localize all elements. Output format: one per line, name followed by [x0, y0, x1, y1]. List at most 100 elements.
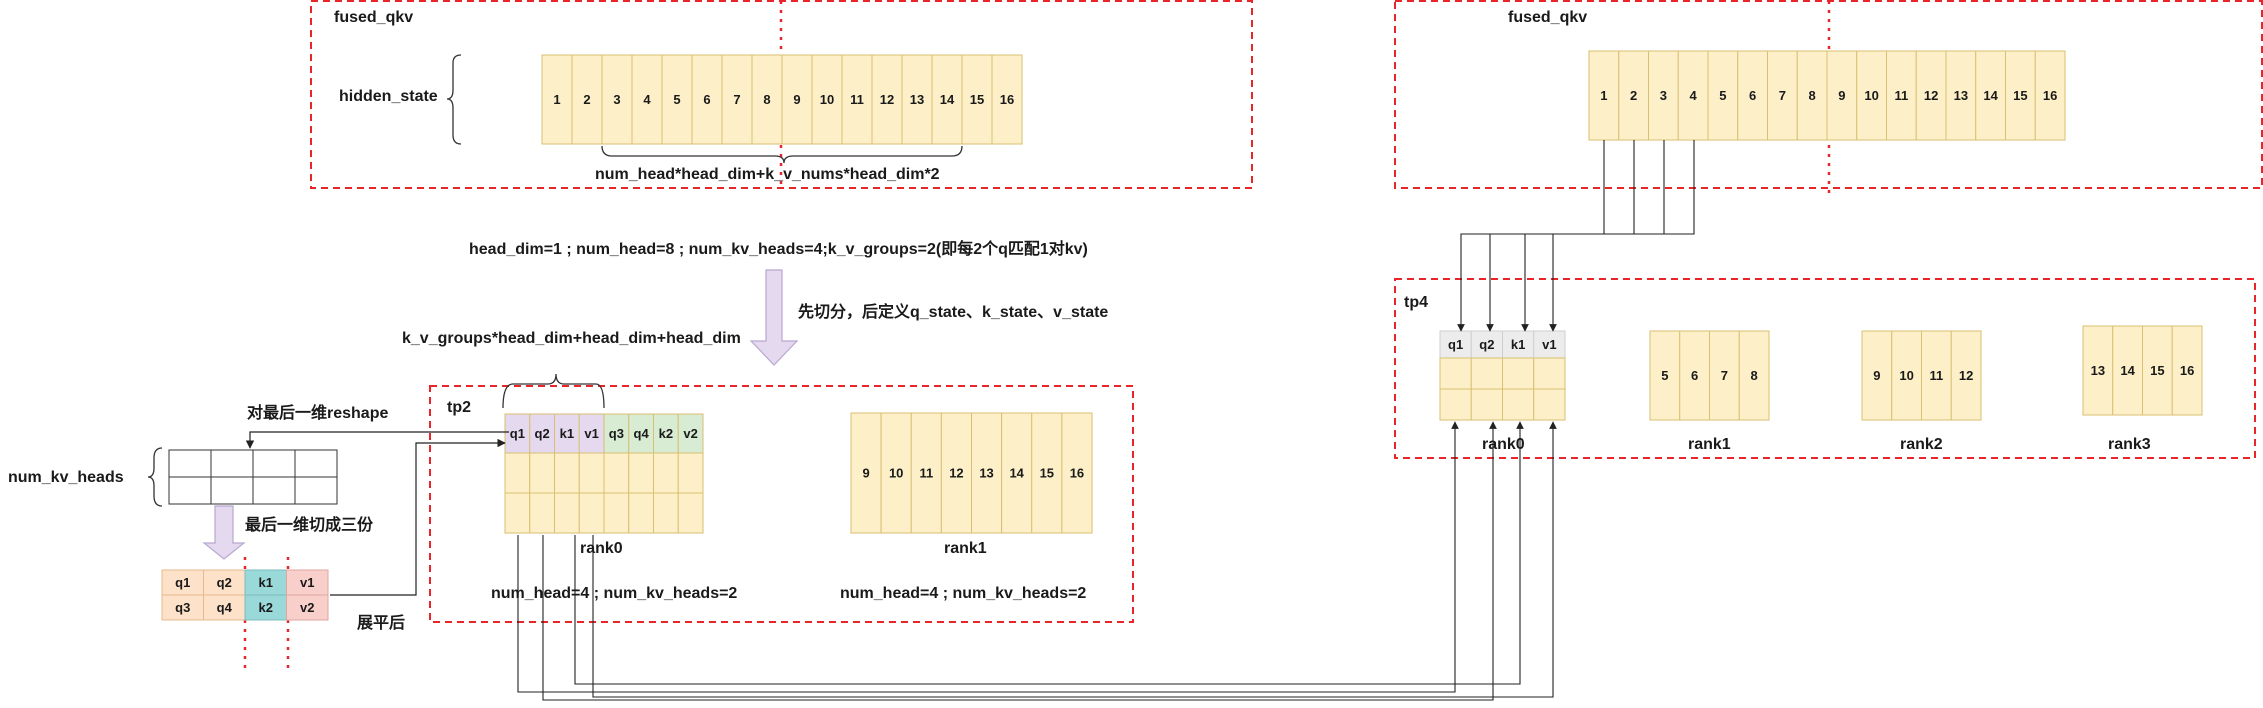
tp2-rank0-cell-r1c4	[578, 452, 605, 494]
tp4-rank0-cell-r1c2	[1470, 357, 1503, 390]
kv-grid-cell-r2c2	[210, 476, 254, 505]
tp2-region	[429, 385, 1134, 623]
fused-to-tp4-connectors	[1457, 140, 1695, 332]
flat-row2-cell-4-label: v2	[300, 600, 314, 615]
kv-grid-cell-r2c1	[168, 476, 212, 505]
tp2-rank1-cell-5	[971, 412, 1003, 534]
fused-left-cell-13-label: 13	[910, 92, 924, 107]
fused-right-cell-11	[1886, 50, 1917, 141]
tp4-rank3-label: rank3	[2108, 436, 2151, 453]
tp2-rank0-head-4-label: v1	[584, 426, 598, 441]
tp4-rank2-cell-1-label: 9	[1873, 368, 1880, 383]
reshape-note-label: 对最后一维reshape	[247, 403, 388, 422]
tp2-rank0-cell-r2c5	[603, 492, 630, 534]
flat-row2-cell-4	[286, 594, 329, 621]
hidden-state-brace	[446, 54, 462, 145]
tp4-rank1-cell-2	[1679, 330, 1710, 421]
fused-right-cell-2-label: 2	[1630, 88, 1637, 103]
group-formula-brace	[502, 373, 605, 409]
fused-left-cell-10	[811, 54, 843, 145]
tp4-rank3-cell-3-label: 15	[2150, 363, 2164, 378]
fused-left-cell-4	[631, 54, 663, 145]
tp4-rank0-cell-r2c2	[1470, 388, 1503, 421]
tp2-rank1-cell-7	[1031, 412, 1063, 534]
tp2-rank1-label: rank1	[944, 540, 987, 557]
fused-right-cell-10-label: 10	[1864, 88, 1878, 103]
tp2-rank0-head-7-label: k2	[659, 426, 673, 441]
tp2-rank1-cell-1-label: 9	[862, 466, 869, 481]
tp4-rank2-cell-2-label: 10	[1899, 368, 1913, 383]
kv-grid-cell-r1c1	[168, 449, 212, 478]
tp4-rank0-head-4-label: v1	[1542, 337, 1556, 352]
tp2-rank1-cell-3-label: 11	[919, 466, 933, 481]
tp2-rank0-cell-r1c8	[677, 452, 704, 494]
fused-right-cell-7	[1767, 50, 1798, 141]
fused-right-cell-15-label: 15	[2013, 88, 2027, 103]
fused-left-cell-11-label: 11	[850, 92, 864, 107]
tp4-rank0-head-4	[1533, 330, 1566, 359]
tp2-rank0-cell-r2c7	[653, 492, 679, 534]
tp2-rank0-cell-r2c8	[677, 492, 704, 534]
fused-right-cell-6-label: 6	[1749, 88, 1756, 103]
fused-left-cell-5-label: 5	[673, 92, 680, 107]
tp2-rank0-cell-r1c5	[603, 452, 630, 494]
tp2-rank1-cell-1	[850, 412, 882, 534]
tp4-rank2-cell-4	[1950, 330, 1982, 421]
flatten-label: 展平后	[357, 614, 405, 632]
tp2-rank1-cell-7-label: 15	[1040, 466, 1054, 481]
tp4-rank0-cell-r2c3	[1502, 388, 1535, 421]
tp4-region	[1394, 278, 2256, 459]
tp2-rank1-cell-8-label: 16	[1070, 466, 1084, 481]
fused-right-cell-1-label: 1	[1600, 88, 1607, 103]
tp4-rank2-cell-1	[1861, 330, 1893, 421]
kv-grid-cell-r1c3	[252, 449, 296, 478]
tp4-rank0-cell-r2c1	[1439, 388, 1472, 421]
split-down-arrow	[749, 269, 799, 366]
tp4-rank0-label: rank0	[1482, 436, 1525, 453]
tp4-rank0-cell-r1c1	[1439, 357, 1472, 390]
tp4-label: tp4	[1404, 294, 1428, 311]
fused-right-cell-13-label: 13	[1954, 88, 1968, 103]
num-kv-heads-label: num_kv_heads	[8, 469, 124, 486]
tp4-rank1-cell-4	[1738, 330, 1770, 421]
kv-grid-cell-r2c3	[252, 476, 296, 505]
flat-row1-cell-3-label: k1	[259, 575, 273, 590]
fused-left-cell-14	[931, 54, 963, 145]
tp2-rank1-cell-5-label: 13	[979, 466, 993, 481]
tp4-rank2-cell-3-label: 11	[1930, 368, 1944, 383]
fused-left-cell-8	[751, 54, 783, 145]
tp4-rank1-cell-1-label: 5	[1661, 368, 1668, 383]
fused-left-cell-6	[691, 54, 723, 145]
tp4-rank3-cell-1-label: 13	[2091, 363, 2105, 378]
tp4-rank2-label: rank2	[1900, 436, 1943, 453]
reshape-arrow	[245, 431, 509, 449]
tp4-rank2-cell-2	[1891, 330, 1922, 421]
fused-right-cell-7-label: 7	[1779, 88, 1786, 103]
tp2-rank0-cell-r1c1	[504, 452, 531, 494]
fused-right-cell-13	[1945, 50, 1977, 141]
tp4-rank1-cell-3	[1709, 330, 1740, 421]
fused-right-cell-9-label: 9	[1838, 88, 1845, 103]
flat-row1-cell-2-label: q2	[217, 575, 232, 590]
fused-right-cell-15	[2005, 50, 2036, 141]
fused-right-cell-11-label: 11	[1895, 88, 1909, 103]
split-note-label: 先切分，后定义q_state、k_state、v_state	[798, 302, 1108, 321]
hidden-state-label: hidden_state	[339, 88, 438, 105]
tp4-rank0-head-1-label: q1	[1448, 337, 1463, 352]
num-formula-brace	[601, 145, 963, 164]
kv-heads-grid	[168, 449, 338, 505]
fused-left-cell-6-label: 6	[703, 92, 710, 107]
fused-left-cell-15-label: 15	[970, 92, 984, 107]
flat-row2-cell-3-label: k2	[259, 600, 273, 615]
tp4-rank1-label: rank1	[1688, 436, 1731, 453]
flat-row1-cell-4-label: v1	[300, 575, 314, 590]
tp2-label: tp2	[447, 399, 471, 416]
fused-left-cell-12	[871, 54, 903, 145]
tp2-rank1-cell-3	[910, 412, 942, 534]
